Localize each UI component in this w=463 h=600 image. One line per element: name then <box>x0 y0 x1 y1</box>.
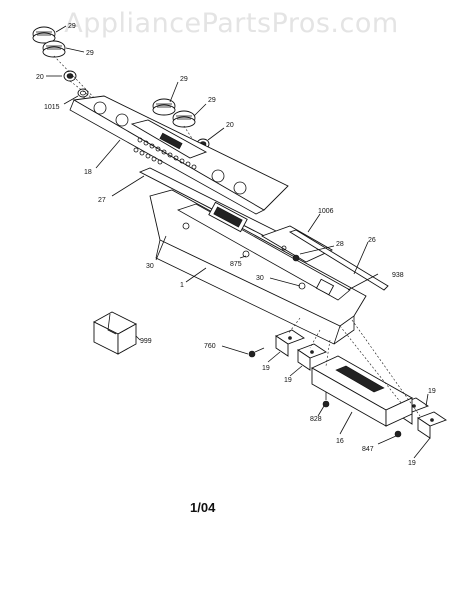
callout-828: 828 <box>310 416 322 423</box>
callout-30: 30 <box>146 263 154 270</box>
clip-19-b <box>297 343 327 371</box>
callout-30: 30 <box>256 275 264 282</box>
callout-760: 760 <box>204 343 216 350</box>
knob-29-center-right <box>172 110 196 128</box>
screw-847 <box>394 430 402 438</box>
screw-760 <box>248 347 265 358</box>
callout-19: 19 <box>408 460 416 467</box>
callout-20: 20 <box>226 122 234 129</box>
callout-18: 18 <box>84 169 92 176</box>
watermark: AppliancePartsPros.com <box>64 8 399 39</box>
backguard-housing-1 <box>149 189 367 345</box>
callout-19: 19 <box>284 377 292 384</box>
callout-16: 16 <box>336 438 344 445</box>
callout-1015: 1015 <box>44 104 60 111</box>
callout-28: 28 <box>336 241 344 248</box>
knob-29-top-left-lower <box>42 40 66 58</box>
callout-26: 26 <box>368 237 376 244</box>
screw-828 <box>322 392 330 408</box>
callout-29: 29 <box>86 50 94 57</box>
page-label: 1/04 <box>190 500 216 515</box>
callout-19: 19 <box>428 388 436 395</box>
leader-lines <box>46 25 431 459</box>
bracket-26 <box>288 229 389 291</box>
clip-19-a <box>275 329 305 357</box>
clip-19-d <box>417 411 447 439</box>
knob-29-top-left-upper <box>32 26 56 44</box>
callout-938: 938 <box>392 272 404 279</box>
callout-19: 19 <box>262 365 270 372</box>
ring-20-left <box>63 70 77 82</box>
callout-27: 27 <box>98 197 106 204</box>
ring-1015 <box>77 88 89 98</box>
callout-29: 29 <box>68 23 76 30</box>
control-panel-18 <box>69 95 289 215</box>
control-board-1006 <box>260 225 333 263</box>
callout-847: 847 <box>362 446 374 453</box>
knob-29-center-left <box>152 98 176 116</box>
callout-20: 20 <box>36 74 44 81</box>
callout-999: 999 <box>140 338 152 345</box>
callout-1006: 1006 <box>318 208 334 215</box>
callout-29: 29 <box>208 97 216 104</box>
callout-29: 29 <box>180 76 188 83</box>
callout-875: 875 <box>230 261 242 268</box>
callout-1: 1 <box>180 282 184 289</box>
display-module-16 <box>311 355 413 427</box>
box-999 <box>93 311 137 355</box>
